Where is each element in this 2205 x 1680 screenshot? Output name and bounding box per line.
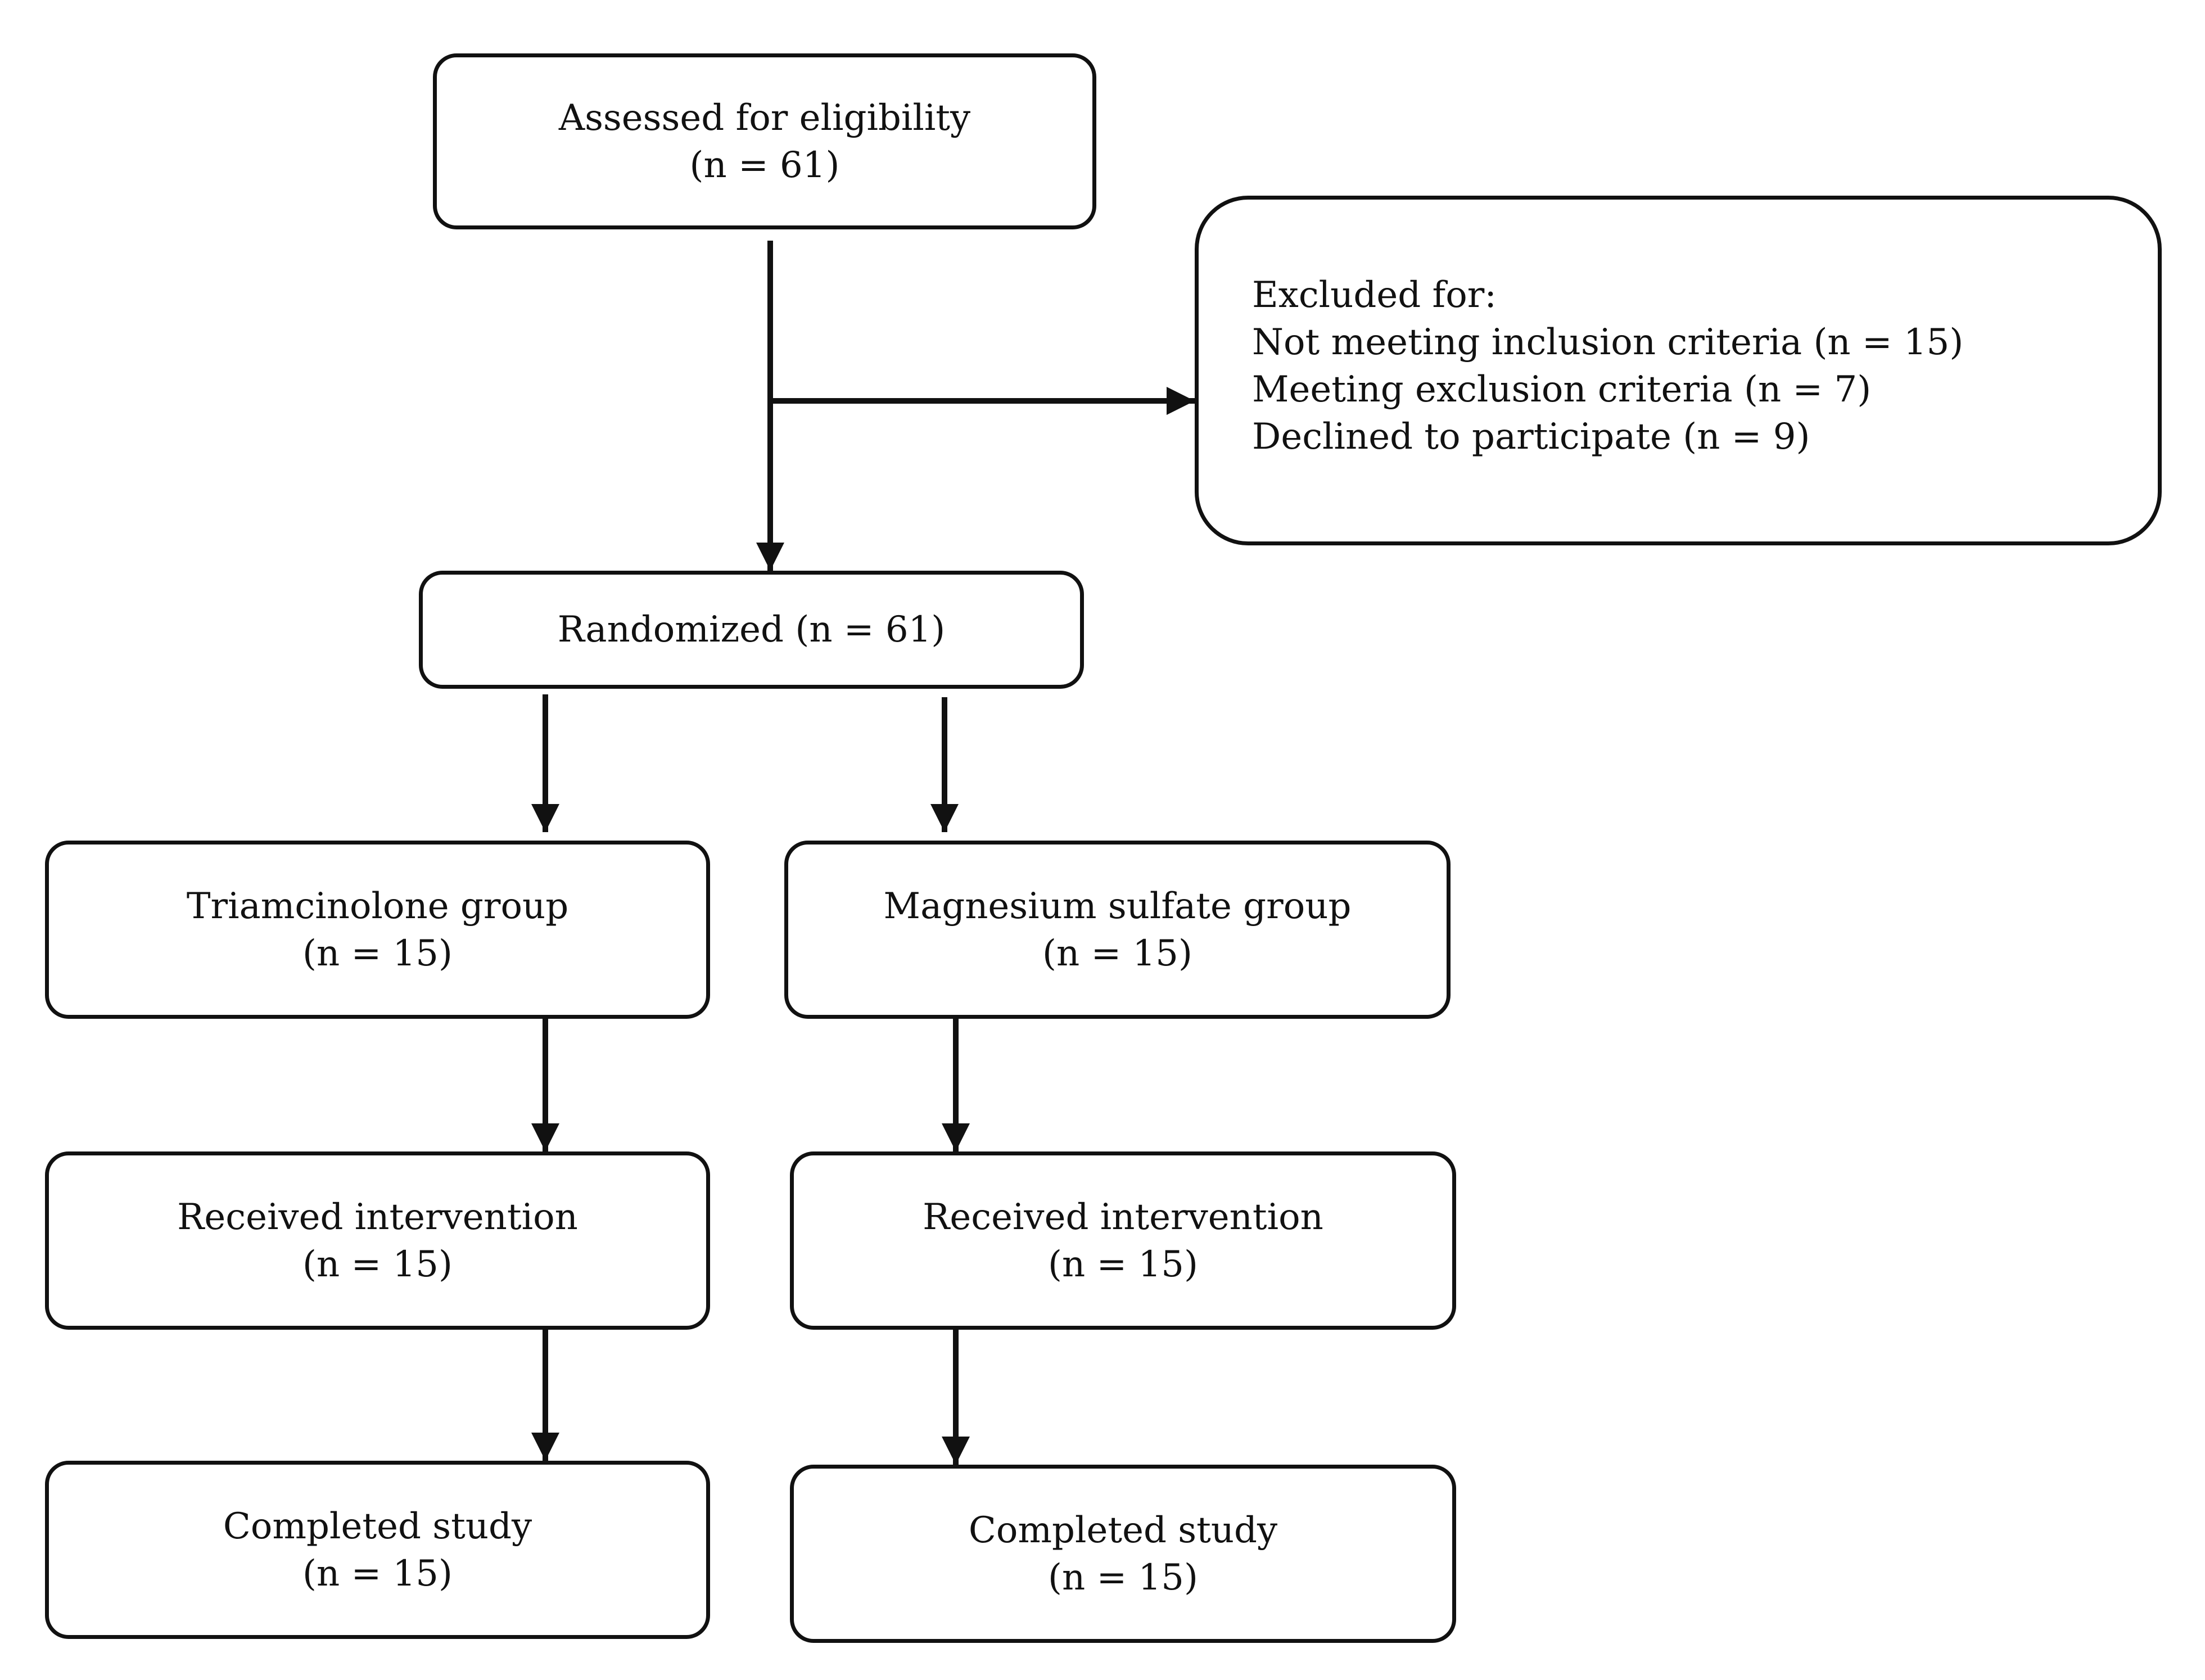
- magnesium-sulfate-group-box: Magnesium sulfate group (n = 15): [784, 841, 1451, 1019]
- assessed-title: Assessed for eligibility: [558, 97, 971, 139]
- completed-study-right-box: Completed study (n = 15): [790, 1465, 1456, 1643]
- excluded-reason-inclusion: Not meeting inclusion criteria (n = 15): [1252, 322, 1964, 363]
- received-right-title: Received intervention: [923, 1196, 1323, 1238]
- excluded-box: Excluded for: Not meeting inclusion crit…: [1195, 196, 2162, 545]
- triamcinolone-title: Triamcinolone group: [186, 885, 569, 927]
- received-intervention-left-box: Received intervention (n = 15): [45, 1151, 710, 1330]
- excluded-reason-declined: Declined to participate (n = 9): [1252, 416, 1810, 458]
- excluded-heading: Excluded for:: [1252, 274, 1497, 316]
- triamcinolone-group-box: Triamcinolone group (n = 15): [45, 841, 710, 1019]
- completed-study-left-box: Completed study (n = 15): [45, 1461, 710, 1639]
- received-right-count: (n = 15): [1048, 1243, 1198, 1285]
- randomized-box: Randomized (n = 61): [419, 571, 1084, 689]
- magnesium-title: Magnesium sulfate group: [883, 885, 1352, 927]
- received-left-count: (n = 15): [302, 1243, 453, 1285]
- completed-right-title: Completed study: [968, 1509, 1278, 1551]
- completed-left-count: (n = 15): [302, 1552, 453, 1595]
- randomized-title: Randomized (n = 61): [557, 609, 946, 651]
- completed-right-count: (n = 15): [1048, 1556, 1198, 1598]
- received-left-title: Received intervention: [177, 1196, 578, 1238]
- triamcinolone-count: (n = 15): [302, 932, 453, 974]
- completed-left-title: Completed study: [223, 1505, 532, 1547]
- assessed-for-eligibility-box: Assessed for eligibility (n = 61): [433, 53, 1096, 229]
- magnesium-count: (n = 15): [1042, 932, 1192, 974]
- assessed-count: (n = 61): [689, 144, 840, 186]
- excluded-reason-exclusion: Meeting exclusion criteria (n = 7): [1252, 369, 1872, 410]
- received-intervention-right-box: Received intervention (n = 15): [790, 1151, 1456, 1330]
